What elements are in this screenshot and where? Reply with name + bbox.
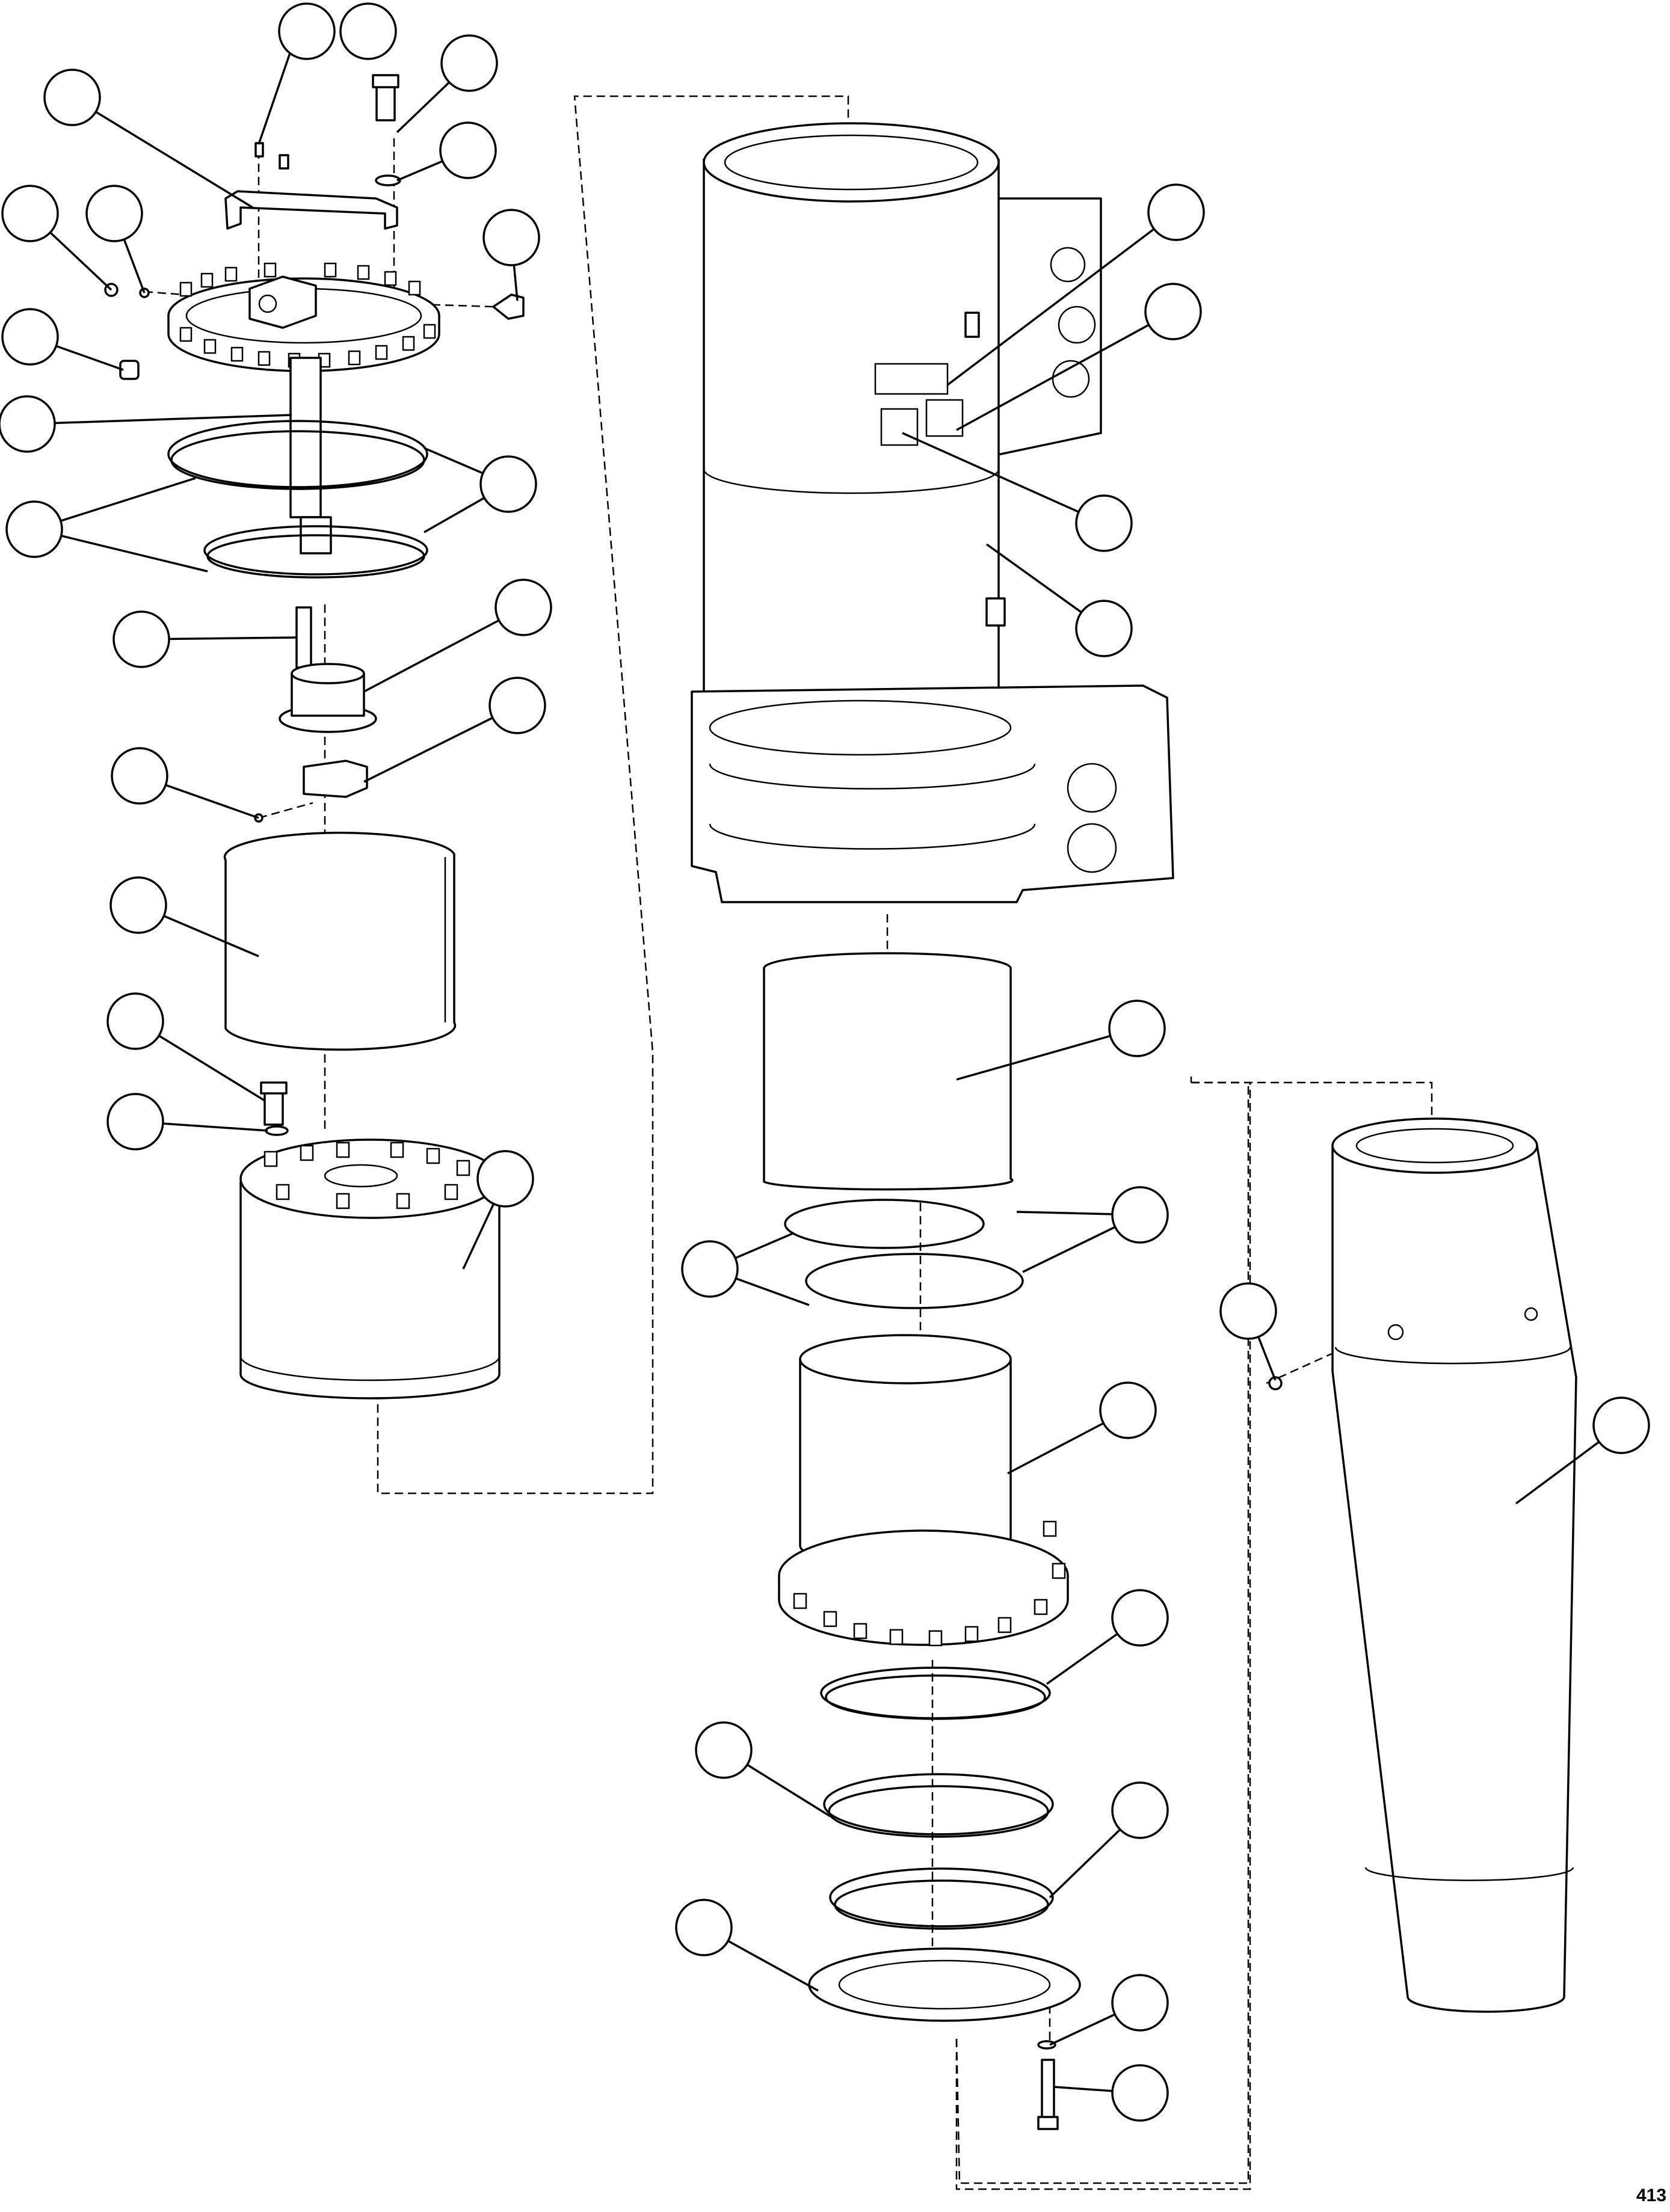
callout-10 — [0, 395, 56, 453]
side-bracket — [985, 197, 1102, 458]
callout-13 — [112, 610, 170, 668]
figure-number: 413 — [1636, 2186, 1666, 2205]
flange-gasket — [808, 1947, 1081, 2022]
slotted-nut — [303, 760, 368, 798]
callout-22 — [1144, 283, 1202, 340]
callout-3 — [440, 34, 498, 92]
callout-8 — [482, 209, 540, 266]
decal-logo — [874, 363, 949, 395]
cap-screw-lower — [263, 1087, 284, 1126]
callout-11 — [479, 455, 537, 513]
callout-33 — [1111, 1974, 1169, 2032]
column-tube — [1331, 1144, 1577, 2013]
guide-line-right-loop-2 — [955, 1083, 1249, 2184]
drive-shaft — [289, 357, 322, 518]
elbow-fitting — [492, 293, 525, 320]
callout-36 — [1592, 1396, 1650, 1454]
cap-screw-bottom — [1041, 2059, 1055, 2121]
callout-29 — [1111, 1589, 1169, 1647]
callout-32 — [675, 1899, 733, 1956]
callout-27 — [681, 1240, 739, 1298]
guide-line-key — [258, 802, 313, 819]
callout-14 — [495, 579, 552, 636]
callout-bubbles — [0, 2, 1650, 2122]
motor-housing-bolts — [263, 1141, 470, 1209]
manifold-block — [248, 275, 317, 329]
callout-35 — [1219, 1282, 1277, 1340]
callout-26 — [1111, 1186, 1169, 1244]
callout-28 — [1099, 1381, 1157, 1439]
callout-2 — [339, 2, 397, 60]
callout-15 — [488, 677, 546, 734]
bracket-plate — [224, 190, 398, 230]
callout-18 — [106, 992, 164, 1050]
left-subassembly — [104, 74, 525, 1399]
lock-washer-lower — [265, 1125, 289, 1136]
decal-warning-2 — [925, 399, 964, 437]
callout-9 — [1, 308, 59, 366]
inner-sleeve — [763, 952, 1014, 1191]
callout-16 — [111, 747, 168, 805]
callout-23 — [1075, 494, 1133, 552]
column-tube-top — [1331, 1117, 1538, 1174]
pin-small-1 — [254, 142, 264, 158]
motor-housing-top — [239, 1138, 501, 1219]
callout-20 — [476, 1150, 534, 1208]
callout-17 — [109, 876, 167, 934]
callout-19 — [106, 1093, 164, 1151]
main-housing-top — [703, 122, 1000, 203]
o-ring-center-upper — [784, 1199, 985, 1249]
callout-5 — [43, 69, 101, 126]
decal-warning-1 — [880, 408, 919, 446]
guide-line-left-loop — [377, 95, 849, 1495]
motor-housing — [239, 1181, 501, 1399]
base-frame — [691, 684, 1174, 903]
callout-12 — [5, 500, 63, 558]
o-ring-lower — [203, 525, 428, 576]
o-ring-upper — [167, 420, 428, 488]
callout-34 — [1111, 2064, 1169, 2122]
right-column-subassembly — [1268, 1117, 1577, 2013]
outer-sleeve — [223, 831, 457, 1051]
callout-21 — [1147, 183, 1205, 241]
seal-ring-lower — [829, 1867, 1054, 1928]
center-subassembly — [691, 122, 1174, 2130]
shaft-key — [295, 606, 312, 669]
main-housing — [703, 158, 1000, 723]
lock-washer-bottom — [1037, 2040, 1056, 2050]
callout-30 — [695, 1721, 753, 1779]
callout-1 — [278, 2, 336, 60]
callout-4 — [439, 121, 497, 179]
callout-7 — [85, 185, 143, 242]
callout-24 — [1075, 600, 1133, 657]
callout-6 — [1, 185, 59, 242]
o-ring-center-lower — [805, 1253, 1024, 1309]
cap-screw-top-head — [372, 74, 399, 88]
pipe-plug — [1268, 1376, 1283, 1390]
bearing-flange-bolts — [793, 1520, 1066, 1647]
callout-25 — [1108, 1000, 1166, 1057]
pin-small-2 — [279, 154, 289, 170]
callout-31 — [1111, 1781, 1169, 1839]
seal-ring-upper — [823, 1773, 1054, 1836]
lock-washer-top — [375, 174, 401, 186]
